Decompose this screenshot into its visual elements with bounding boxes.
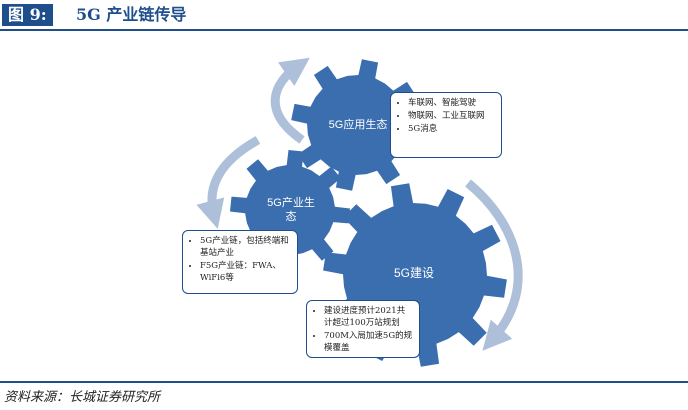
gear-body [291,59,423,191]
callout-application-list: 车联网、智能驾驶物联网、工业互联网5G消息 [397,97,495,135]
callout-construction: 建设进度预计2021共计超过100万站规划700M入局加速5G的规模覆盖 [306,300,420,358]
callout-item: 700M入局加速5G的规模覆盖 [324,330,413,354]
callout-item: F5G产业链：FWA、WiFi6等 [200,260,291,284]
callout-industry: 5G产业链，包括终端和基站产业F5G产业链：FWA、WiFi6等 [182,230,298,294]
figure-header: 图 9: 5G 产业链传导 [0,0,688,31]
callout-item: 物联网、工业互联网 [408,110,495,122]
title-divider [0,29,688,31]
source-divider [0,381,688,383]
source-note: 资料来源：长城证券研究所 [4,390,161,405]
callout-item: 5G产业链，包括终端和基站产业 [200,235,291,259]
gear-label-industry: 5G产业生 态 [267,197,315,223]
callout-construction-list: 建设进度预计2021共计超过100万站规划700M入局加速5G的规模覆盖 [313,305,413,354]
callout-industry-list: 5G产业链，包括终端和基站产业F5G产业链：FWA、WiFi6等 [189,235,291,284]
gear-label-construction: 5G建设 [393,266,434,280]
cycle-arrow-top [270,57,310,144]
figure-number: 图 9: [2,4,53,26]
cycle-arrow-right [465,179,523,351]
gear-5g-application [291,59,423,191]
gear-label-application: 5G应用生态 [328,119,388,131]
callout-item: 建设进度预计2021共计超过100万站规划 [324,305,413,329]
figure-title: 5G 产业链传导 [76,5,187,24]
callout-item: 5G消息 [408,123,495,135]
callout-item: 车联网、智能驾驶 [408,97,495,109]
cycle-arrow-left [196,136,261,229]
callout-application: 车联网、智能驾驶物联网、工业互联网5G消息 [390,92,502,158]
